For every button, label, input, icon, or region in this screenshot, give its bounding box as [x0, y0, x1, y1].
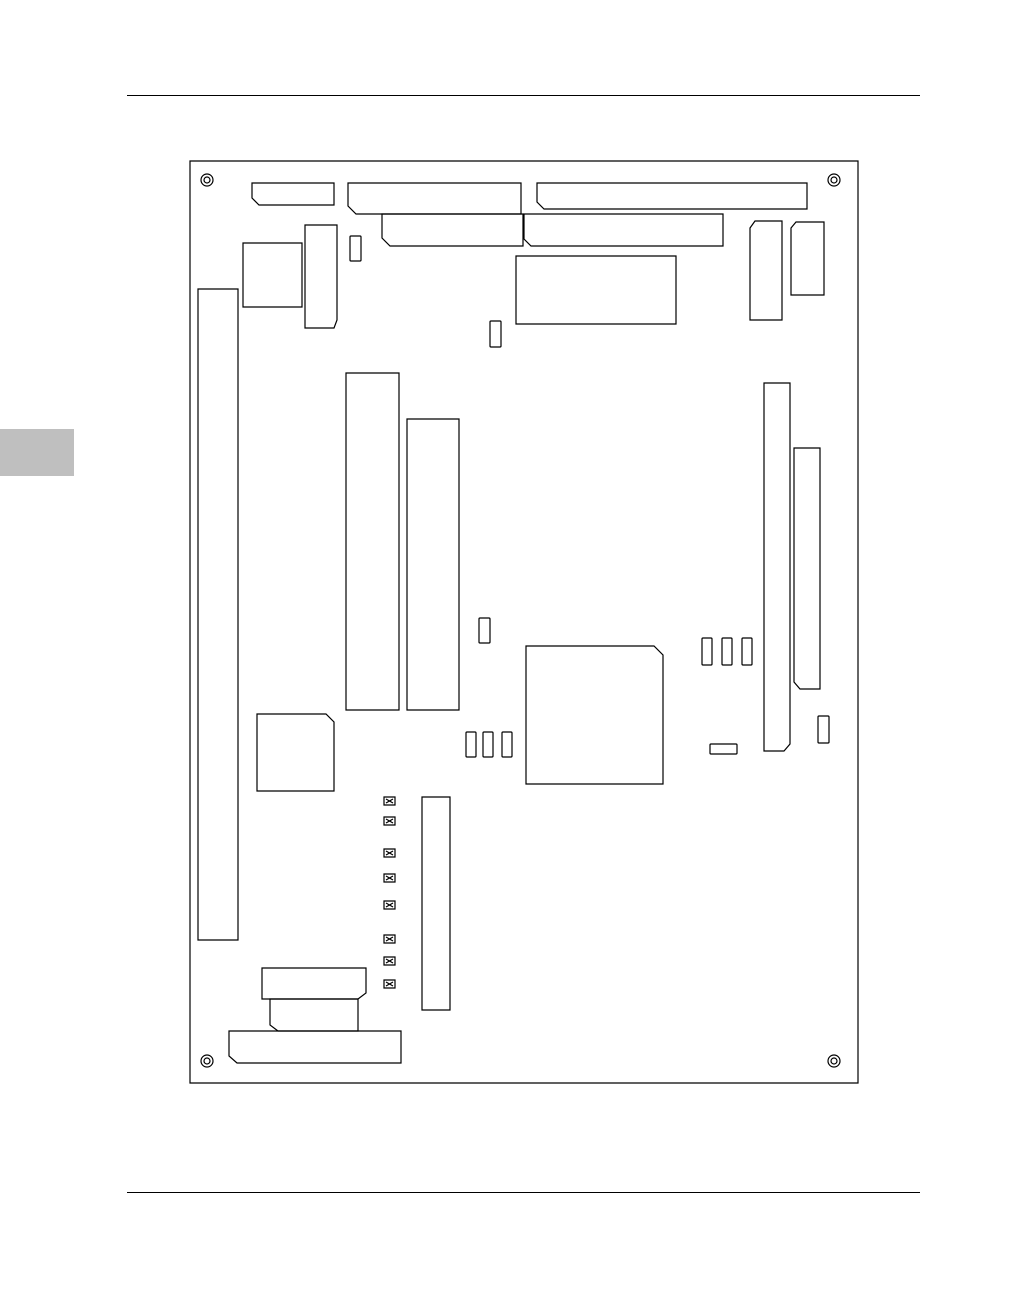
- jumper-header: [384, 980, 395, 988]
- expansion-slot: [764, 383, 790, 751]
- jumper-header: [384, 935, 395, 943]
- jumper-header: [384, 797, 395, 805]
- expansion-slot: [794, 448, 820, 689]
- small-component: [710, 744, 737, 754]
- small-component: [483, 732, 493, 757]
- secondary-connector: [524, 214, 723, 246]
- small-component: [702, 638, 712, 665]
- connector-header: [305, 225, 337, 328]
- mounting-hole: [201, 174, 213, 186]
- ic-chip: [243, 243, 302, 307]
- small-component: [722, 638, 732, 665]
- bottom-connector: [270, 999, 358, 1031]
- board-outline: [190, 161, 858, 1083]
- ic-chip: [257, 714, 334, 791]
- top-connector: [537, 183, 807, 209]
- memory-socket: [407, 419, 459, 710]
- small-component: [818, 716, 829, 743]
- small-component: [742, 638, 752, 665]
- jumper-header: [384, 817, 395, 825]
- jumper-header: [384, 901, 395, 909]
- memory-socket: [346, 373, 399, 710]
- mounting-hole: [828, 174, 840, 186]
- jumper-header: [384, 874, 395, 882]
- top-connector: [252, 183, 334, 205]
- small-component: [350, 236, 361, 261]
- ic-chip: [516, 256, 676, 324]
- small-component: [466, 732, 476, 757]
- connector-header: [422, 797, 450, 1010]
- connector-header: [791, 222, 824, 295]
- mounting-hole: [201, 1055, 213, 1067]
- bottom-connector: [262, 968, 366, 999]
- small-component: [479, 618, 490, 643]
- mounting-hole: [828, 1055, 840, 1067]
- jumper-header: [384, 849, 395, 857]
- top-connector: [348, 183, 521, 214]
- footer-rule: [127, 1192, 920, 1193]
- bottom-connector: [229, 1031, 401, 1063]
- secondary-connector: [382, 214, 523, 246]
- small-component: [490, 321, 501, 347]
- processor-chip: [526, 646, 663, 784]
- small-component: [502, 732, 512, 757]
- connector-header: [750, 221, 782, 320]
- jumper-header: [384, 957, 395, 965]
- expansion-slot: [198, 289, 238, 940]
